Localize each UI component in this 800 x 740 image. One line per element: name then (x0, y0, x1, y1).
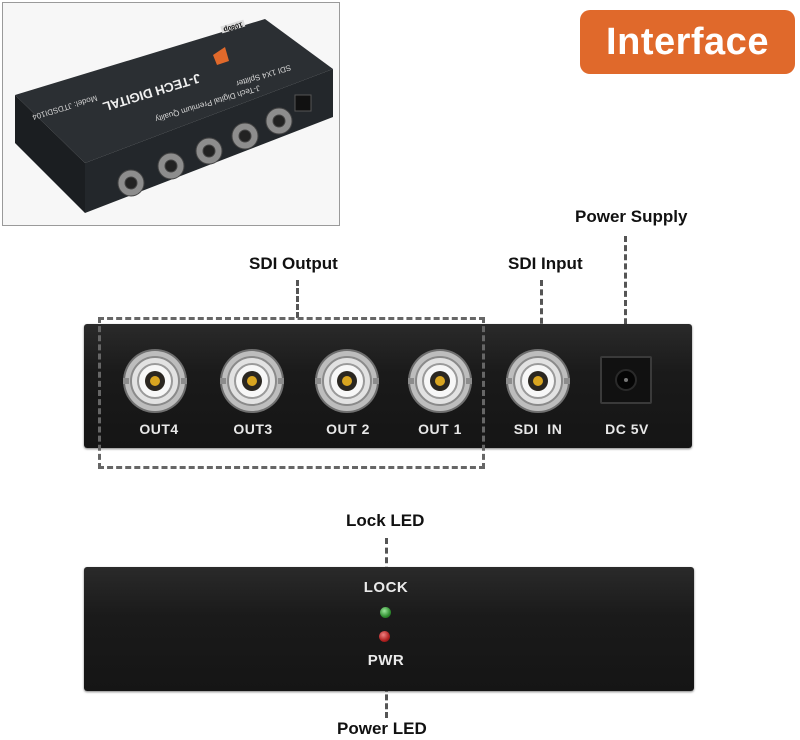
dc-power-jack (600, 356, 652, 404)
interface-badge: Interface (580, 10, 795, 74)
leader-line-sdi-output (296, 280, 299, 318)
lock-label: LOCK (363, 579, 409, 596)
bnc-out3-icon (220, 349, 284, 413)
port-label-out4: OUT4 (139, 421, 179, 437)
port-label-out3: OUT3 (233, 421, 273, 437)
port-label-out2: OUT 2 (326, 421, 370, 437)
callout-power-led: Power LED (337, 719, 427, 738)
port-label-dc-5v: DC 5V (605, 421, 649, 437)
leader-line-lock-led (385, 538, 388, 592)
bnc-sdi-in-icon (506, 349, 570, 413)
sdi-output-highlight-box (98, 317, 485, 469)
power-led-indicator (379, 631, 390, 642)
bnc-out4-icon (123, 349, 187, 413)
product-photo: J-TECH DIGITAL J-Tech Digital Premium Qu… (2, 2, 340, 226)
callout-power-supply: Power Supply (575, 207, 688, 226)
port-label-sdi-in: SDI IN (513, 421, 563, 437)
callout-sdi-output: SDI Output (249, 254, 338, 273)
device-photo-icon (15, 19, 333, 213)
bnc-out1-icon (408, 349, 472, 413)
lock-led-indicator (380, 607, 391, 618)
callout-lock-led: Lock LED (346, 511, 425, 530)
pwr-label: PWR (367, 652, 405, 669)
leader-line-power-supply (624, 236, 627, 370)
callout-sdi-input: SDI Input (508, 254, 583, 273)
dc-jack-pin (624, 378, 628, 382)
leader-line-sdi-input (540, 280, 543, 352)
bnc-out2-icon (315, 349, 379, 413)
port-label-out1: OUT 1 (418, 421, 462, 437)
front-panel (84, 567, 694, 691)
leader-line-power-led (385, 668, 388, 718)
